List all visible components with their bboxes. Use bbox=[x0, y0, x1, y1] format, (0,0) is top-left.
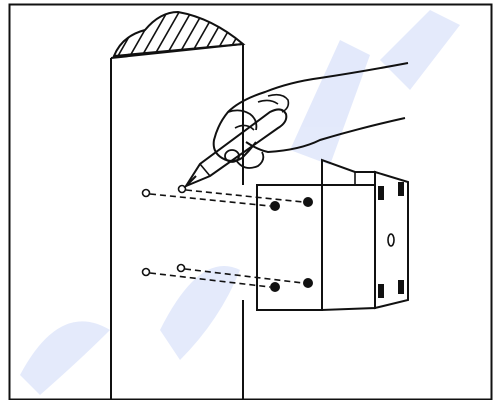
bracket-hole-top-right bbox=[303, 197, 313, 207]
pen-icon bbox=[183, 108, 288, 189]
bracket-slot bbox=[387, 233, 395, 247]
drill-mark-bottom-left bbox=[141, 267, 151, 277]
mounting-bracket bbox=[256, 158, 409, 312]
drill-marks bbox=[141, 184, 187, 277]
bracket-hole-bottom-left bbox=[270, 282, 280, 292]
bracket-hole-top-left bbox=[270, 201, 280, 211]
hand-with-pen bbox=[183, 62, 409, 189]
hatched-section bbox=[112, 10, 246, 58]
drill-mark-top-right bbox=[177, 184, 187, 194]
drill-mark-top-left bbox=[141, 188, 151, 198]
bracket-hole-bottom-right bbox=[303, 278, 313, 288]
drill-mark-bottom-right bbox=[176, 263, 186, 273]
dashed-alignment-lines bbox=[149, 189, 304, 288]
watermark bbox=[20, 10, 460, 395]
